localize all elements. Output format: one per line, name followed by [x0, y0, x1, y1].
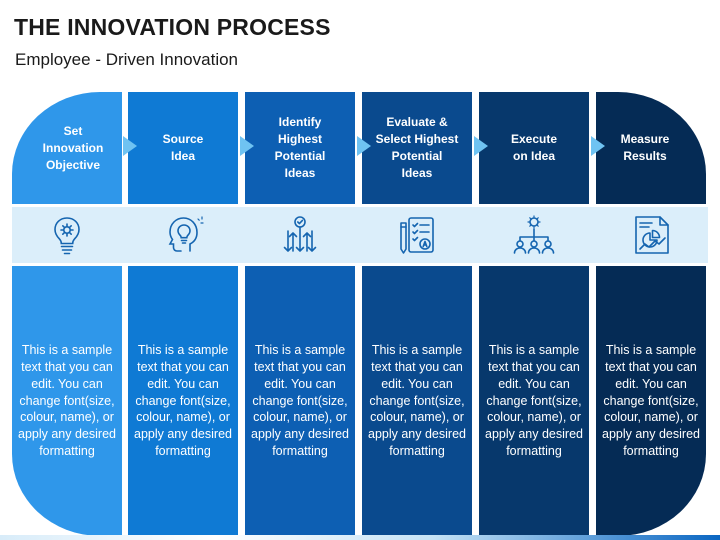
step-1-description: This is a sample text that you can edit.… — [12, 266, 122, 536]
step-5-description: This is a sample text that you can edit.… — [479, 266, 589, 536]
step-1-title: Set Innovation Objective — [12, 92, 122, 204]
footer-gradient-bar — [0, 535, 720, 540]
report-chart-icon — [635, 216, 669, 254]
lightbulb-gear-icon — [54, 217, 80, 255]
step-6-title: Measure Results — [596, 92, 706, 204]
step-3-description: This is a sample text that you can edit.… — [245, 266, 355, 536]
page-subtitle: Employee - Driven Innovation — [15, 50, 239, 69]
step-2-title: Source Idea — [128, 92, 238, 204]
head-lightbulb-icon — [168, 216, 204, 252]
up-down-arrows-icon — [283, 216, 317, 252]
network-people-icon — [513, 215, 555, 254]
checklist-pen-icon — [400, 217, 434, 254]
step-arrow-2 — [240, 136, 254, 156]
step-3-title: Identify Highest Potential Ideas — [245, 92, 355, 204]
step-5-title: Execute on Idea — [479, 92, 589, 204]
step-arrow-5 — [591, 136, 605, 156]
page-title: THE INNOVATION PROCESS — [14, 14, 331, 40]
icon-band — [12, 207, 708, 263]
step-2-description: This is a sample text that you can edit.… — [128, 266, 238, 536]
step-arrow-3 — [357, 136, 371, 156]
step-6-description: This is a sample text that you can edit.… — [596, 266, 706, 536]
step-arrow-1 — [123, 136, 137, 156]
step-4-description: This is a sample text that you can edit.… — [362, 266, 472, 536]
step-4-title: Evaluate & Select Highest Potential Idea… — [362, 92, 472, 204]
step-arrow-4 — [474, 136, 488, 156]
